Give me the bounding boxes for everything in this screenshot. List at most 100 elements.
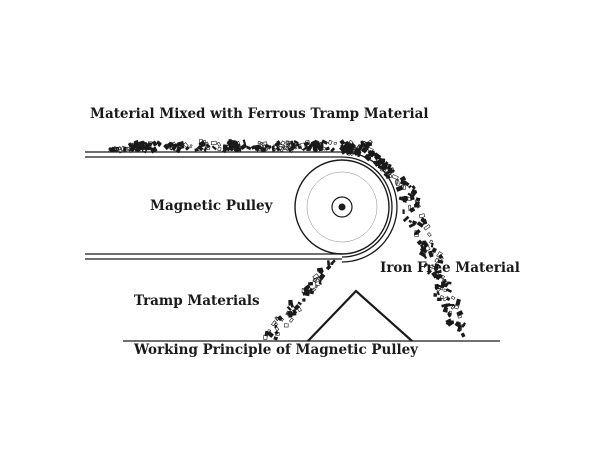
belt-material-piece xyxy=(278,143,286,148)
belt-material-piece xyxy=(210,140,217,146)
belt-material-piece xyxy=(361,140,367,146)
label-iron-free-material: Iron Free Material xyxy=(380,260,520,276)
belt-material-piece xyxy=(198,140,205,146)
label-tramp-materials: Tramp Materials xyxy=(134,293,260,309)
belt-material-piece xyxy=(377,164,383,170)
tramp-material-piece xyxy=(312,277,318,282)
belt-material-piece xyxy=(325,146,330,151)
tramp-material-piece xyxy=(292,308,298,315)
belt-material-piece xyxy=(340,144,345,151)
belt-material-piece xyxy=(260,147,267,153)
tramp-material-piece xyxy=(305,289,310,297)
belt-material-piece xyxy=(264,145,270,152)
belt-material-piece xyxy=(366,139,373,146)
belt-material-piece xyxy=(288,143,292,148)
belt-material-piece xyxy=(217,146,222,152)
belt-material-piece xyxy=(378,160,384,166)
belt-material-piece xyxy=(157,142,162,147)
iron-free-material-stream xyxy=(391,174,467,338)
belt-material-piece xyxy=(342,142,348,148)
tramp-material-piece xyxy=(293,304,300,311)
iron-free-material-piece xyxy=(403,195,408,201)
tramp-material-piece xyxy=(297,301,302,306)
belt-material-piece xyxy=(242,139,247,147)
iron-free-material-piece xyxy=(408,222,416,229)
iron-free-material-piece xyxy=(442,309,448,313)
belt-material-piece xyxy=(108,146,114,153)
belt-material-piece xyxy=(123,146,127,152)
pulley-rim xyxy=(294,159,390,255)
belt-material-piece xyxy=(330,147,336,153)
belt-material-piece xyxy=(137,141,145,149)
label-magnetic-pulley: Magnetic Pulley xyxy=(150,198,274,214)
iron-free-material-piece xyxy=(442,296,450,302)
belt-material-piece xyxy=(216,141,222,147)
iron-free-material-piece xyxy=(443,288,447,292)
iron-free-material-piece xyxy=(408,219,413,224)
tramp-material-piece xyxy=(280,317,284,322)
belt-material-piece xyxy=(370,149,375,155)
belt-material-piece xyxy=(293,140,299,145)
iron-free-material-piece xyxy=(437,256,444,262)
belt-material-piece xyxy=(333,142,337,145)
belt-material-piece xyxy=(236,145,241,152)
belt-material-piece xyxy=(321,139,328,145)
iron-free-material-piece xyxy=(414,201,420,206)
iron-free-material-piece xyxy=(450,295,456,300)
belt-material-piece xyxy=(310,140,316,145)
belt-material-piece xyxy=(382,161,389,168)
iron-free-material-piece xyxy=(395,185,404,192)
magnetic-pulley xyxy=(294,159,390,255)
iron-free-material-piece xyxy=(421,249,428,254)
iron-free-material-piece xyxy=(444,303,450,309)
tramp-material-pieces xyxy=(263,259,336,341)
belt-material-piece xyxy=(289,140,295,148)
tramp-material-piece xyxy=(288,299,293,306)
tramp-material-piece xyxy=(286,310,292,315)
iron-free-material-piece xyxy=(410,192,415,196)
iron-free-material-piece xyxy=(414,228,421,235)
iron-free-material-piece xyxy=(445,288,452,293)
belt-wrap-inner xyxy=(341,156,393,258)
tramp-material-piece xyxy=(263,334,268,340)
tramp-material-piece xyxy=(325,264,332,271)
iron-free-material-piece xyxy=(445,318,452,324)
belt-material-piece xyxy=(303,141,310,147)
iron-free-material-piece xyxy=(430,250,434,255)
iron-free-material-piece xyxy=(434,285,441,292)
belt-material-piece xyxy=(302,146,308,152)
belt-material-piece xyxy=(185,146,190,151)
iron-free-material-piece xyxy=(426,232,432,237)
pulley-hub xyxy=(331,196,353,218)
tramp-material-piece xyxy=(303,284,311,292)
belt-material-piece xyxy=(295,143,300,147)
belt-material-piece xyxy=(339,139,346,146)
iron-free-material-piece xyxy=(446,281,452,285)
belt-material-piece xyxy=(327,139,333,145)
material-on-belt xyxy=(108,139,395,180)
iron-free-material-piece xyxy=(418,213,426,219)
tramp-material-piece xyxy=(301,288,305,293)
iron-free-material-piece xyxy=(437,274,443,279)
tramp-material-piece xyxy=(271,320,277,327)
belt-material-piece xyxy=(387,167,393,174)
belt-material-piece xyxy=(285,140,290,145)
iron-free-material-piece xyxy=(434,263,439,270)
tramp-material-piece xyxy=(274,316,280,322)
tramp-material-piece xyxy=(274,325,280,332)
iron-free-material-piece xyxy=(409,206,416,213)
tramp-material-piece xyxy=(308,281,314,286)
belt-material-piece xyxy=(211,145,217,151)
iron-free-material-piece xyxy=(437,297,442,302)
iron-free-material-piece xyxy=(423,224,431,231)
belt-material-piece xyxy=(113,147,117,152)
belt-material-piece xyxy=(235,140,241,147)
belt-material-piece xyxy=(163,143,170,151)
belt-material-piece xyxy=(286,141,290,148)
iron-free-material-piece xyxy=(391,174,399,180)
iron-free-material-piece xyxy=(458,324,463,332)
pulley-face xyxy=(306,171,378,243)
belt-material-piece xyxy=(206,145,211,151)
iron-free-material-piece xyxy=(455,298,461,306)
